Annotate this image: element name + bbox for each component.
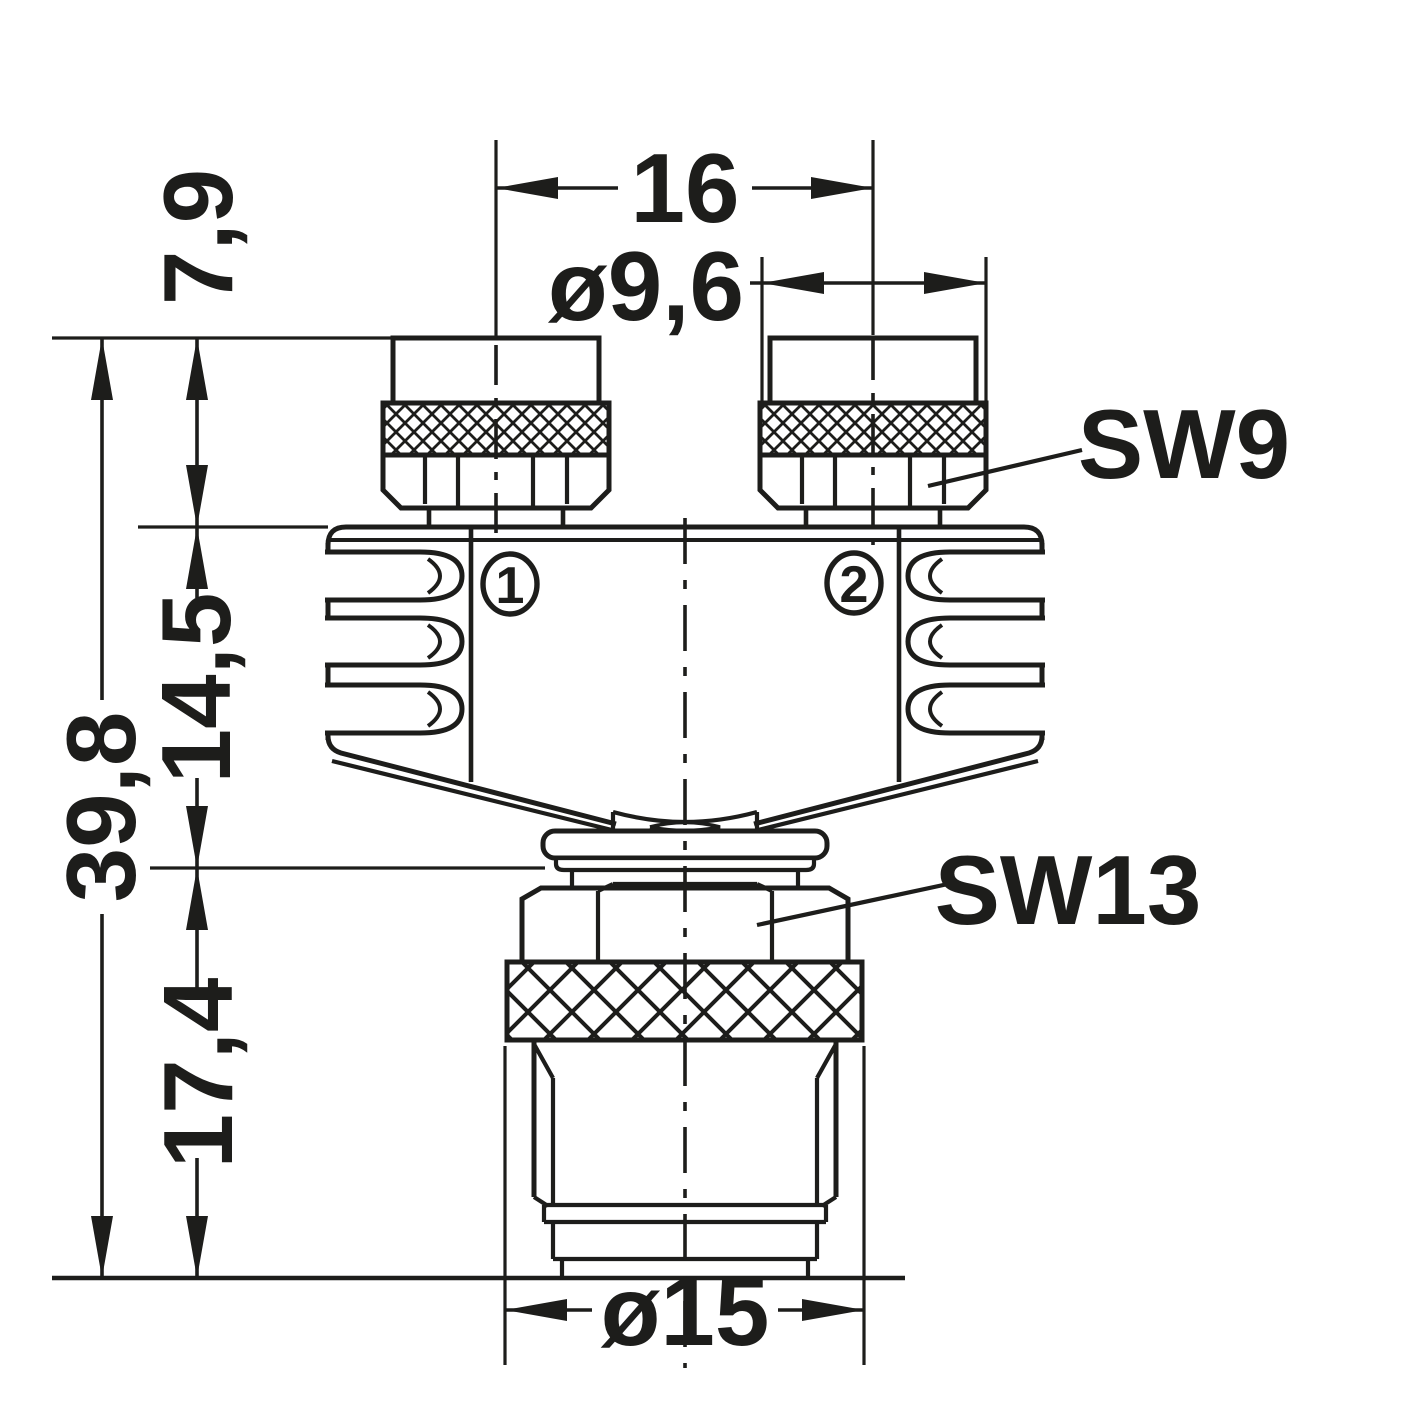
sw9-label: SW9 (1078, 389, 1290, 499)
m8-right-hex (757, 452, 989, 511)
m8-left-neck (426, 508, 566, 527)
centerlines (494, 340, 875, 1368)
m8-port-right (757, 335, 989, 527)
funnel-inner-edges (331, 758, 1039, 836)
port1-circle-icon (480, 551, 540, 617)
port1-number: 1 (496, 557, 525, 615)
dimension-texts: 16 ø9,6 7,9 14,5 39,8 17,4 ø15 SW9 SW13 (46, 133, 1290, 1366)
ring-neck (569, 870, 801, 888)
m8-left-hex-flats (422, 455, 570, 508)
dim-398-label: 39,8 (46, 712, 156, 903)
funnel-outer-edges (325, 735, 1045, 827)
port2-circle-icon (824, 550, 884, 616)
m12-tip (559, 1259, 811, 1277)
dim-79-label: 7,9 (143, 169, 253, 305)
m12-body (531, 1040, 839, 1277)
dim-16-label: 16 (630, 133, 739, 243)
m12-top-chamfers (532, 1042, 838, 1080)
m12-thread-lines (550, 1078, 820, 1203)
rib-slot-inner-arcs (426, 557, 944, 728)
main-body (325, 524, 1045, 836)
m8-right-hex-flats (799, 455, 947, 508)
port-badges: 1 2 (480, 550, 884, 617)
dim-d15-label: ø15 (601, 1256, 770, 1366)
sw9-leader-line (927, 447, 1083, 489)
neck-rings (540, 828, 830, 888)
rib-slot-outlines (325, 549, 1045, 736)
m8-right-neck (803, 508, 943, 527)
m12-outer-edges (531, 1040, 839, 1197)
dim-d96-arrows (762, 272, 986, 294)
rib-slot-fills (325, 552, 1045, 733)
dim-d96-label: ø9,6 (548, 231, 744, 341)
dim-79-arrows (186, 338, 208, 527)
ring-lower (553, 855, 817, 873)
dim-145-label: 14,5 (141, 593, 251, 784)
m8-left-hex (380, 452, 612, 511)
sw13-leader-line (756, 881, 949, 928)
body-front-edges (468, 527, 902, 782)
port2-number: 2 (840, 556, 869, 614)
dimension-annotations (52, 140, 1083, 1365)
m8-port-left (380, 335, 612, 527)
device-outline (52, 335, 1045, 1281)
sw13-label: SW13 (935, 835, 1202, 945)
m12-step-1 (532, 1195, 838, 1208)
dim-174-label: 17,4 (143, 978, 253, 1169)
extension-lines (52, 140, 988, 1365)
